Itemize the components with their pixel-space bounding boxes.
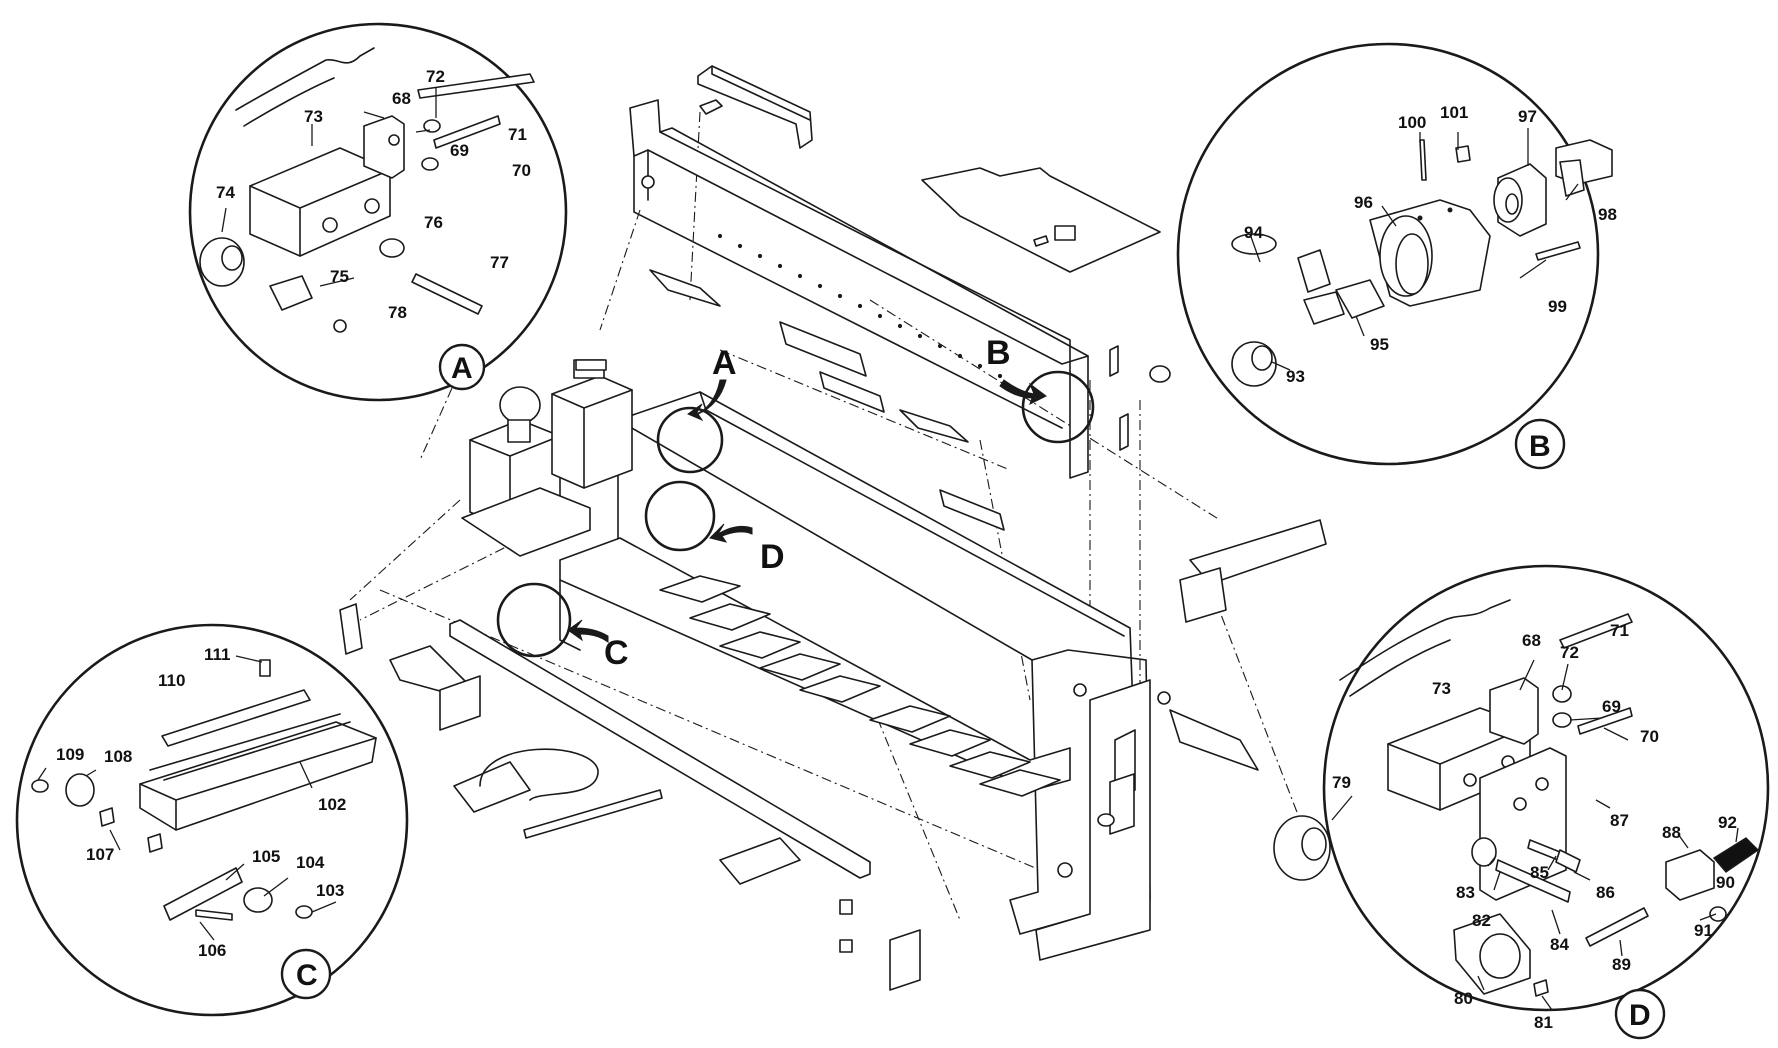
part-b-94: 94 <box>1244 223 1263 242</box>
backgauge-arms <box>659 575 1061 797</box>
part-d-87: 87 <box>1610 811 1629 830</box>
extension-arm <box>1169 519 1327 771</box>
part-d-90: 90 <box>1716 873 1735 892</box>
part-d-91: 91 <box>1694 921 1713 940</box>
part-c-107: 107 <box>86 845 114 864</box>
part-c-106: 106 <box>198 941 226 960</box>
part-a-76: 76 <box>424 213 443 232</box>
part-d-89: 89 <box>1612 955 1631 974</box>
part-d-81: 81 <box>1534 1013 1553 1032</box>
part-d-88: 88 <box>1662 823 1681 842</box>
detail-a-label: A <box>451 352 473 385</box>
part-c-109: 109 <box>56 745 84 764</box>
part-d-85: 85 <box>1530 863 1549 882</box>
misc-hardware-right <box>1097 345 1171 835</box>
part-b-93: 93 <box>1286 367 1305 386</box>
part-d-70: 70 <box>1640 727 1659 746</box>
part-a-73: 73 <box>304 107 323 126</box>
part-a-68: 68 <box>392 89 411 108</box>
main-assembly <box>339 65 1327 991</box>
callout-arrows <box>567 379 1047 643</box>
part-d-82: 82 <box>1472 911 1491 930</box>
callout-letters: A B D C <box>604 334 1011 672</box>
part-a-70: 70 <box>512 161 531 180</box>
callout-label-b: B <box>986 334 1011 372</box>
misc-hardware-left <box>339 603 921 991</box>
top-guard-rail <box>697 65 813 149</box>
part-d-84: 84 <box>1550 935 1569 954</box>
part-d-69: 69 <box>1602 697 1621 716</box>
part-d-86: 86 <box>1596 883 1615 902</box>
detail-locators <box>496 370 1095 658</box>
detail-b-label: B <box>1529 430 1551 463</box>
part-b-96: 96 <box>1354 193 1373 212</box>
part-d-68: 68 <box>1522 631 1541 650</box>
part-a-77: 77 <box>490 253 509 272</box>
callout-label-c: C <box>604 634 629 672</box>
part-c-105: 105 <box>252 847 280 866</box>
callout-label-d: D <box>760 538 785 576</box>
part-d-71: 71 <box>1610 621 1629 640</box>
part-b-98: 98 <box>1598 205 1617 224</box>
part-d-92: 92 <box>1718 813 1737 832</box>
part-c-102: 102 <box>318 795 346 814</box>
part-b-100: 100 <box>1398 113 1426 132</box>
part-d-83: 83 <box>1456 883 1475 902</box>
upper-beam <box>629 99 1089 479</box>
detail-c: 111 110 109 108 102 107 105 104 103 106 … <box>15 623 409 1017</box>
part-b-97: 97 <box>1518 107 1537 126</box>
long-flat-bar <box>449 619 871 879</box>
part-d-73: 73 <box>1432 679 1451 698</box>
top-cover-plate <box>921 167 1161 273</box>
part-b-101: 101 <box>1440 103 1468 122</box>
part-a-71: 71 <box>508 125 527 144</box>
detail-d-label: D <box>1629 999 1651 1032</box>
part-c-103: 103 <box>316 881 344 900</box>
part-b-99: 99 <box>1548 297 1567 316</box>
part-b-95: 95 <box>1370 335 1389 354</box>
detail-a: 68 72 71 73 69 70 74 76 75 77 78 A <box>188 22 568 402</box>
part-a-78: 78 <box>388 303 407 322</box>
part-a-74: 74 <box>216 183 235 202</box>
motor-unit <box>461 359 633 557</box>
detail-d: 68 72 71 73 69 70 79 87 92 88 90 83 85 8… <box>1273 564 1770 1040</box>
part-a-69: 69 <box>450 141 469 160</box>
part-a-75: 75 <box>330 267 349 286</box>
part-c-108: 108 <box>104 747 132 766</box>
part-d-80: 80 <box>1454 989 1473 1008</box>
part-d-72: 72 <box>1560 643 1579 662</box>
detail-c-label: C <box>296 959 318 992</box>
part-c-110: 110 <box>158 671 185 690</box>
part-c-104: 104 <box>296 853 325 872</box>
part-a-72: 72 <box>426 67 445 86</box>
callout-label-a: A <box>712 344 737 382</box>
gear-racks <box>649 269 1005 531</box>
detail-b: 100 101 97 96 98 94 99 95 93 B <box>1176 42 1617 470</box>
part-d-79: 79 <box>1332 773 1351 792</box>
part-c-111: 111 <box>204 645 231 664</box>
